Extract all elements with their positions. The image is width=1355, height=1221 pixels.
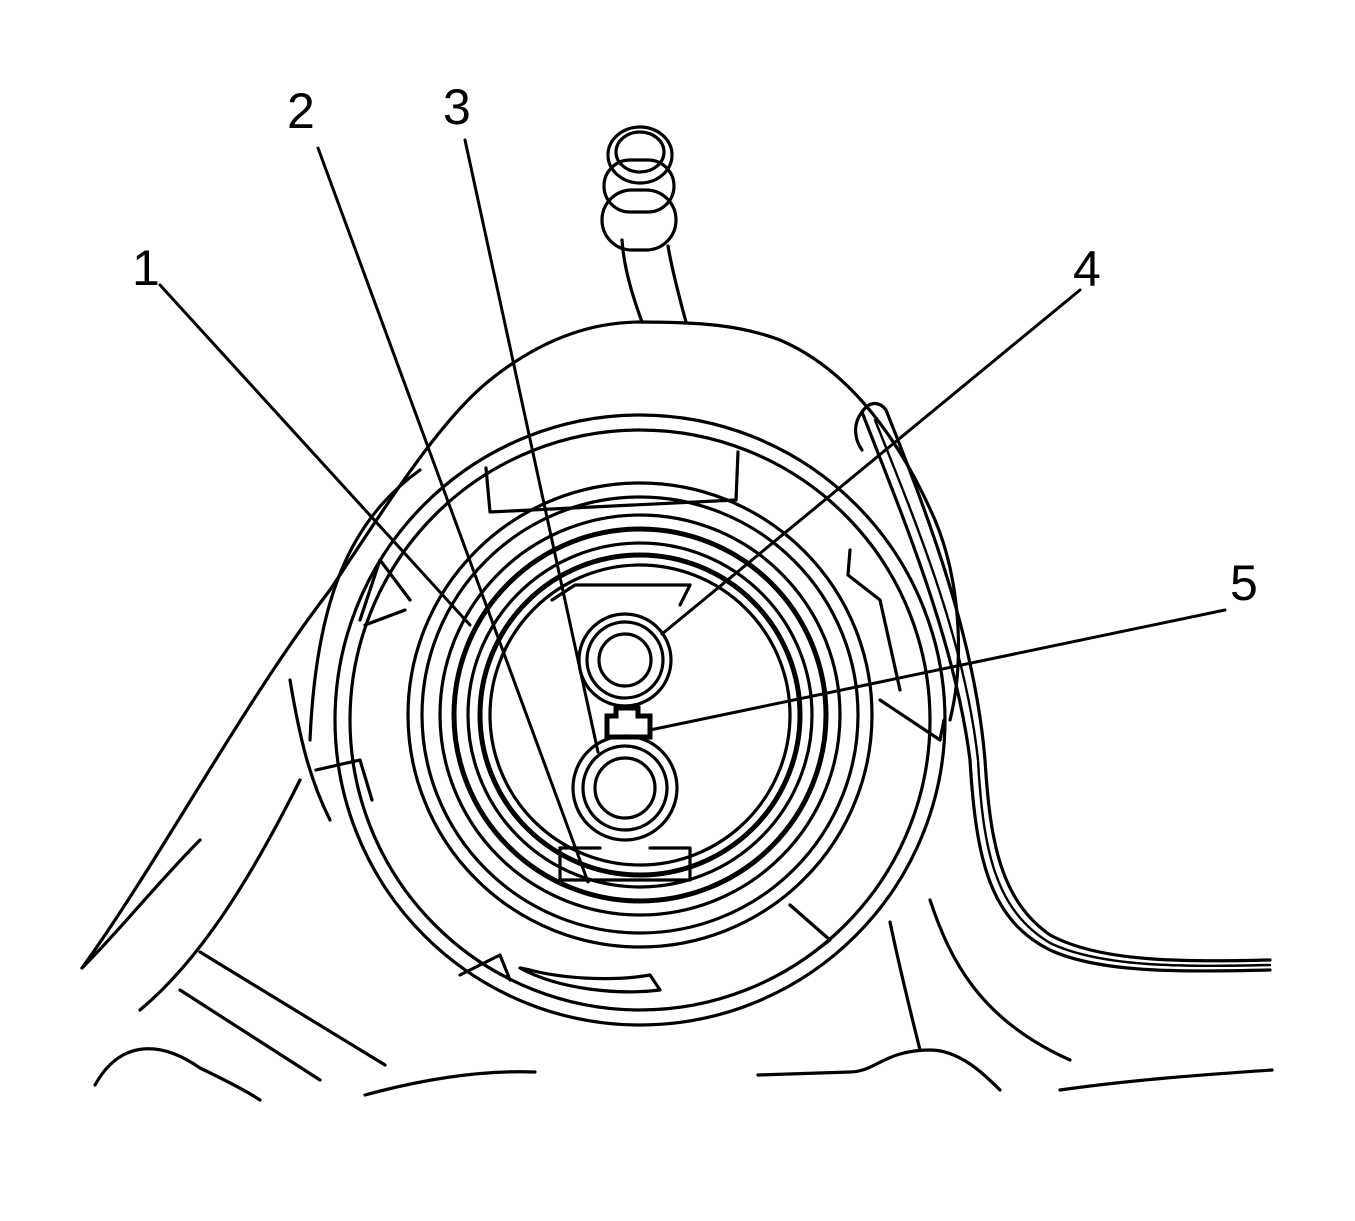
- leader-4: [660, 288, 1082, 636]
- callout-1: 1: [132, 240, 160, 296]
- tank-floor-contours: [93, 898, 1274, 1102]
- fuel-fittings: [571, 612, 679, 842]
- callout-5: 5: [1230, 555, 1258, 611]
- fuel-hose: [600, 125, 688, 324]
- leader-2: [316, 146, 590, 884]
- leader-1: [158, 283, 472, 627]
- leader-3: [463, 138, 600, 754]
- module-flange: [406, 481, 874, 949]
- tank-housing: [80, 320, 960, 1012]
- callout-labels: 1 2 3 4 5: [132, 79, 1258, 611]
- vapor-line: [854, 401, 1272, 973]
- lock-ring: [314, 413, 947, 1027]
- leader-5: [648, 608, 1227, 732]
- leader-lines: [158, 138, 1227, 884]
- callout-2: 2: [287, 83, 315, 139]
- callout-3: 3: [443, 79, 471, 135]
- callout-4: 4: [1073, 241, 1101, 297]
